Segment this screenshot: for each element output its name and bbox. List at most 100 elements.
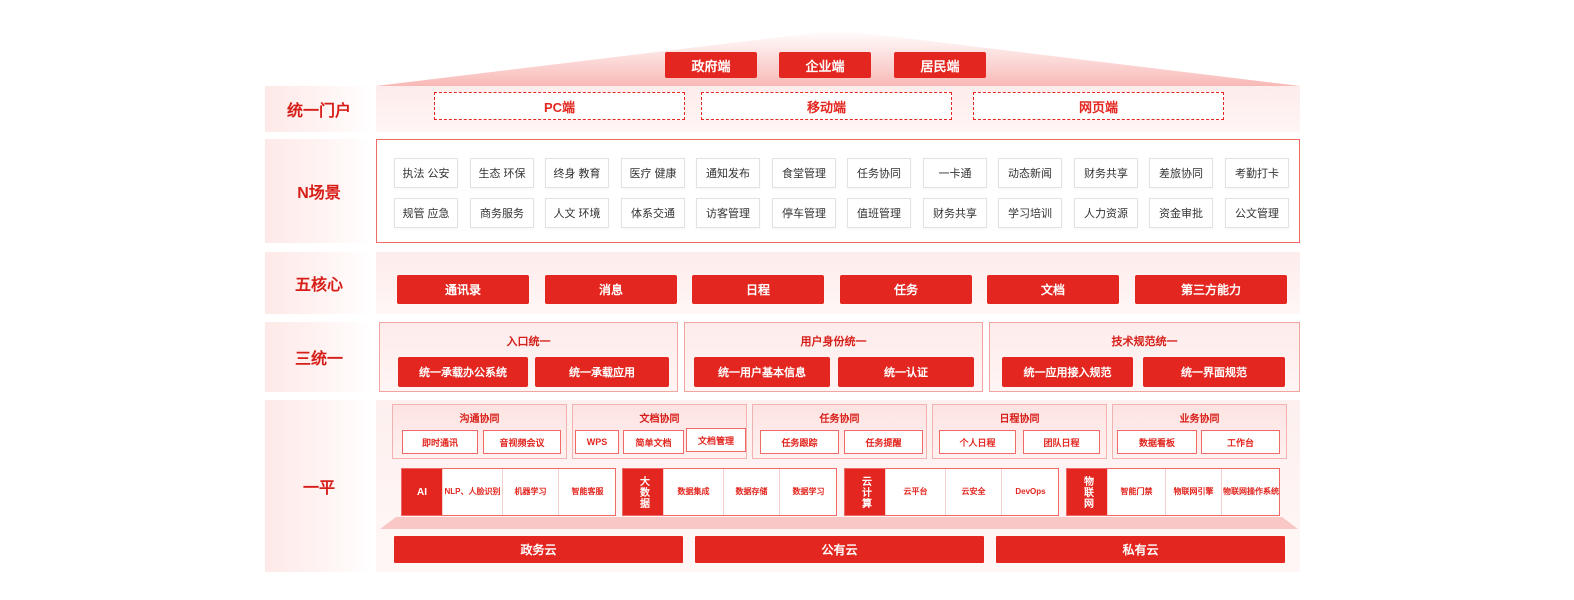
scene-item: 停车管理 [772,198,836,228]
core-tasks: 任务 [840,275,972,304]
portal-mobile: 移动端 [701,92,952,120]
scene-item: 通知发布 [696,158,760,188]
unify-identity-item: 统一认证 [838,357,974,387]
unify-identity-item: 统一用户基本信息 [694,357,830,387]
collab-item: 任务跟踪 [760,430,839,454]
core-band: 通讯录 消息 日程 任务 文档 第三方能力 [376,252,1300,314]
scene-item: 终身 教育 [545,158,609,188]
scene-item: 财务共享 [1074,158,1138,188]
portal-band: PC端 移动端 网页端 [376,86,1300,132]
layer-label-platform: 一平 [265,400,373,572]
collab-item: 团队日程 [1023,430,1100,454]
tech-item: 物联网引擎 [1165,469,1221,515]
portal-web: 网页端 [973,92,1224,120]
core-documents: 文档 [987,275,1119,304]
portal-pc: PC端 [434,92,685,120]
collab-item: 文档管理 [686,428,746,452]
tech-item: 数据集成 [663,469,723,515]
client-resident: 居民端 [894,52,986,78]
scene-item: 医疗 健康 [621,158,685,188]
collab-item: 个人日程 [939,430,1016,454]
layer-label-unify: 三统一 [265,322,373,392]
collab-group-communication: 沟通协同 即时通讯 音视频会议 [392,404,567,459]
layer-label-core: 五核心 [265,252,373,314]
collab-group-title: 日程协同 [999,414,1040,425]
unify-tech-panel: 技术规范统一 统一应用接入规范 统一界面规范 [989,322,1300,392]
core-contacts: 通讯录 [397,275,529,304]
collab-group-business: 业务协同 数据看板 工作台 [1112,404,1287,459]
scenes-band: 执法 公安 生态 环保 终身 教育 医疗 健康 通知发布 食堂管理 任务协同 一… [376,139,1300,243]
tech-item: 云平台 [885,469,945,515]
tech-head: 云计算 [845,469,885,515]
unify-tech-item: 统一应用接入规范 [1002,357,1133,387]
unify-entry-item: 统一承载办公系统 [398,357,528,387]
layer-label-portal: 统一门户 [265,86,373,132]
scene-item: 一卡通 [923,158,987,188]
scene-item: 公文管理 [1225,198,1289,228]
scene-item: 值班管理 [847,198,911,228]
scene-item: 动态新闻 [998,158,1062,188]
tech-item: NLP、人脸识别 [442,469,502,515]
tech-item: 数据学习 [779,469,837,515]
collab-group-schedule: 日程协同 个人日程 团队日程 [932,404,1107,459]
tech-group-iot: 物联网 智能门禁 物联网引擎 物联网操作系统 [1066,468,1280,516]
core-calendar: 日程 [692,275,824,304]
collab-item: 任务提醒 [844,430,923,454]
unify-tech-item: 统一界面规范 [1143,357,1285,387]
scene-item: 规管 应急 [394,198,458,228]
unify-identity-panel: 用户身份统一 统一用户基本信息 统一认证 [684,322,983,392]
scene-item: 人文 环境 [545,198,609,228]
scene-item: 学习培训 [998,198,1062,228]
collab-item: 简单文档 [623,430,684,454]
scene-item: 体系交通 [621,198,685,228]
scene-item: 商务服务 [470,198,534,228]
cloud-private: 私有云 [996,536,1285,563]
collab-item: WPS [575,430,619,454]
scene-item: 考勤打卡 [1225,158,1289,188]
tech-head: 大数据 [623,469,663,515]
scene-item: 财务共享 [923,198,987,228]
collab-group-document: 文档协同 WPS 简单文档 文档管理 [572,404,747,459]
scene-item: 差旅协同 [1149,158,1213,188]
collab-item: 即时通讯 [402,430,478,454]
tech-group-ai: AI NLP、人脸识别 机器学习 智能客服 [401,468,616,516]
collab-item: 工作台 [1201,430,1280,454]
unify-entry-title: 入口统一 [506,336,551,348]
tech-head: 物联网 [1067,469,1107,515]
tech-item: 智能门禁 [1107,469,1165,515]
unify-entry-item: 统一承载应用 [535,357,669,387]
cloud-government: 政务云 [394,536,683,563]
scene-item: 人力资源 [1074,198,1138,228]
collab-group-title: 任务协同 [819,414,860,425]
tech-item: 物联网操作系统 [1221,469,1280,515]
scene-item: 任务协同 [847,158,911,188]
client-enterprise: 企业端 [779,52,871,78]
platform-band: 沟通协同 即时通讯 音视频会议 文档协同 WPS 简单文档 文档管理 任务协同 … [376,400,1300,572]
tech-item: 智能客服 [558,469,616,515]
client-government: 政府端 [665,52,757,78]
tech-item: DevOps [1001,469,1059,515]
tech-group-bigdata: 大数据 数据集成 数据存储 数据学习 [622,468,837,516]
core-messages: 消息 [545,275,677,304]
scene-item: 执法 公安 [394,158,458,188]
tech-head: AI [402,469,442,515]
collab-group-title: 沟通协同 [459,414,500,425]
tech-item: 机器学习 [502,469,558,515]
unify-tech-title: 技术规范统一 [1111,336,1178,348]
cloud-public: 公有云 [695,536,984,563]
core-third-party: 第三方能力 [1135,275,1287,304]
cloud-base-shape [380,517,1298,529]
unify-entry-panel: 入口统一 统一承载办公系统 统一承载应用 [379,322,678,392]
tech-group-cloud: 云计算 云平台 云安全 DevOps [844,468,1059,516]
tech-item: 数据存储 [723,469,779,515]
collab-group-title: 业务协同 [1179,414,1220,425]
layer-label-scenes: N场景 [265,139,373,243]
scene-item: 生态 环保 [470,158,534,188]
scene-item: 食堂管理 [772,158,836,188]
collab-item: 音视频会议 [483,430,561,454]
scene-item: 资金审批 [1149,198,1213,228]
collab-group-title: 文档协同 [639,414,680,425]
tech-item: 云安全 [945,469,1001,515]
collab-group-task: 任务协同 任务跟踪 任务提醒 [752,404,927,459]
scene-item: 访客管理 [696,198,760,228]
